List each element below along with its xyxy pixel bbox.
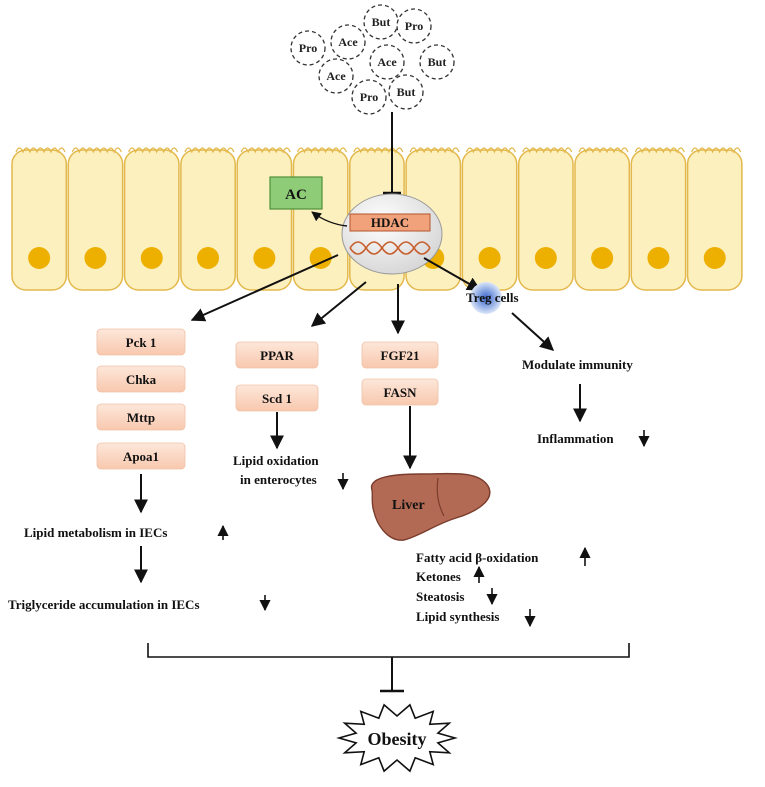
effect-beta-oxidation: Fatty acid β-oxidation <box>416 550 539 565</box>
scfa-label: Pro <box>299 41 317 55</box>
gene-fasn-box: FASN <box>361 378 439 406</box>
gene-label: FGF21 <box>381 348 420 363</box>
gene-pck1-box: Pck 1 <box>96 328 186 356</box>
gene-ppar-box: PPAR <box>235 341 319 369</box>
hdac-nucleus: HDAC <box>341 193 443 275</box>
cell-nucleus <box>703 247 726 269</box>
epithelial-cell <box>517 147 574 291</box>
hdac-box <box>349 213 431 232</box>
treg-label: Treg cells <box>466 290 519 305</box>
scfa-molecule-pro: Pro <box>351 79 387 115</box>
gene-fgf21-box: FGF21 <box>361 341 439 369</box>
cell-nucleus <box>197 247 220 269</box>
inflammation-text: Inflammation <box>537 431 614 446</box>
bottom-bracket <box>147 643 630 658</box>
cell-nucleus <box>253 247 276 269</box>
effect-lipid-synthesis: Lipid synthesis <box>416 609 499 624</box>
scfa-label: But <box>397 85 416 99</box>
arrow-to-ppar <box>310 281 367 327</box>
scfa-label: Ace <box>338 35 358 49</box>
scfa-label: Pro <box>360 90 378 104</box>
ppar-gene-stack: PPAR Scd 1 <box>235 341 319 412</box>
scfa-label: Pro <box>405 19 423 33</box>
arrow-treg-to-immunity <box>511 312 555 351</box>
scfa-label: Ace <box>377 55 397 69</box>
epithelial-cell <box>123 147 180 291</box>
scfa-molecule-ace: Ace <box>369 44 405 80</box>
ac-label: AC <box>285 187 307 203</box>
gene-scd1-box: Scd 1 <box>235 384 319 412</box>
cell-nucleus <box>84 247 107 269</box>
effect-steatosis: Steatosis <box>416 589 464 604</box>
gene-chka-box: Chka <box>96 365 186 393</box>
gene-label: Mttp <box>127 410 155 425</box>
scfa-molecule-but: But <box>388 74 424 110</box>
gene-apoa1-box: Apoa1 <box>96 442 186 470</box>
gene-label: PPAR <box>260 348 294 363</box>
scfa-molecule-pro: Pro <box>396 8 432 44</box>
cell-nucleus <box>534 247 557 269</box>
epithelial-cell <box>630 147 687 291</box>
scfa-label: But <box>428 55 447 69</box>
scfa-molecule-but: But <box>419 44 455 80</box>
arrow-to-treg <box>423 257 482 291</box>
gene-label: FASN <box>384 385 418 400</box>
effect-ketones: Ketones <box>416 569 461 584</box>
epithelial-cell <box>292 147 349 291</box>
cell-nucleus <box>647 247 670 269</box>
gene-label: Chka <box>126 372 157 387</box>
obesity-label: Obesity <box>367 729 426 749</box>
scfa-molecule-ace: Ace <box>318 58 354 94</box>
triglyceride-text: Triglyceride accumulation in IECs <box>8 597 200 612</box>
lipid-metabolism-text: Lipid metabolism in IECs <box>24 525 167 540</box>
hdac-to-ac-arrow <box>311 211 348 227</box>
cell-nucleus <box>140 247 163 269</box>
obesity-burst: Obesity <box>336 703 458 773</box>
cell-nucleus <box>591 247 614 269</box>
gene-label: Scd 1 <box>262 391 292 406</box>
cell-nucleus <box>309 247 332 269</box>
epithelial-cell <box>686 147 743 291</box>
epithelial-cell <box>67 147 124 291</box>
scfa-label: But <box>372 15 391 29</box>
dna-strand-a <box>349 241 431 255</box>
ac-box: AC <box>269 176 323 210</box>
scfa-molecule-pro: Pro <box>290 30 326 66</box>
liver-illustration: Liver <box>370 472 491 541</box>
epithelial-cell <box>236 147 293 291</box>
epithelial-cell <box>461 147 518 291</box>
hdac-label: HDAC <box>371 215 409 230</box>
modulate-immunity-text: Modulate immunity <box>522 357 633 372</box>
lipid-oxidation-line2: in enterocytes <box>240 472 317 487</box>
epithelial-cell <box>180 147 236 291</box>
treg-cell <box>470 282 502 314</box>
scfa-molecule-ace: Ace <box>330 24 366 60</box>
gene-mttp-box: Mttp <box>96 403 186 431</box>
arrow-to-pck1 <box>190 254 339 322</box>
cell-nucleus <box>28 247 51 269</box>
epithelial-cell <box>11 147 68 291</box>
scfa-molecule-but: But <box>363 4 399 40</box>
scfa-label: Ace <box>326 69 346 83</box>
cell-nucleus <box>478 247 501 269</box>
lipid-oxidation-line1: Lipid oxidation <box>233 453 319 468</box>
dna-strand-b <box>349 241 431 255</box>
liver-label: Liver <box>392 498 425 513</box>
epithelial-cell <box>574 147 631 291</box>
gene-label: Pck 1 <box>126 335 157 350</box>
gene-label: Apoa1 <box>123 449 159 464</box>
